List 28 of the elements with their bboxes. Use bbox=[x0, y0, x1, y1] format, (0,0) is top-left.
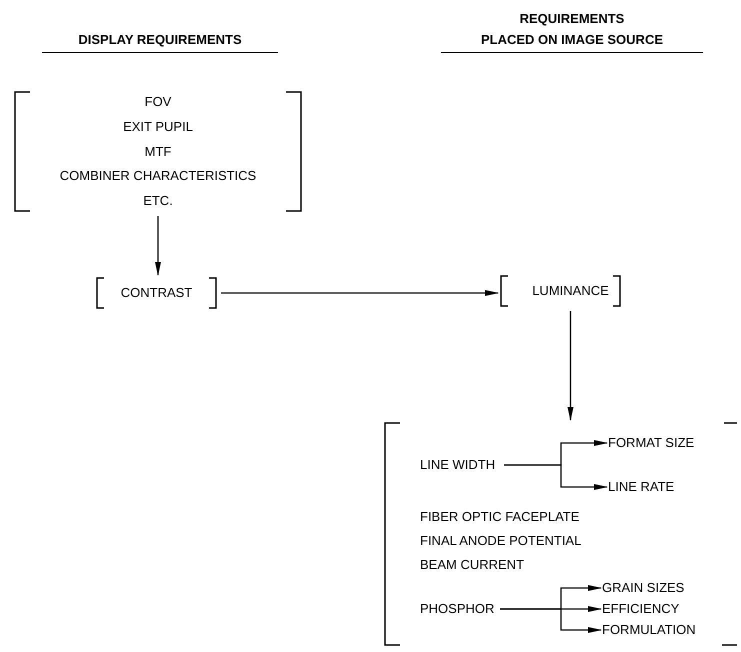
item-label: LINE WIDTH bbox=[420, 456, 504, 474]
arrow bbox=[221, 290, 499, 296]
bracket-group bbox=[96, 277, 217, 309]
node-text: CONTRAST bbox=[120, 284, 192, 302]
requirement-text: COMBINER CHARACTERISTICS bbox=[60, 167, 256, 186]
item-label: EFFICIENCY bbox=[602, 600, 712, 618]
column-heading: PLACED ON IMAGE SOURCE bbox=[441, 31, 703, 53]
item-label: FORMAT SIZE bbox=[608, 434, 718, 452]
requirement-text: FIBER OPTIC FACEPLATE bbox=[420, 508, 580, 526]
item-label: GRAIN SIZES bbox=[602, 579, 712, 597]
requirement-text: BEAM CURRENT bbox=[420, 556, 526, 574]
requirement-text: ETC. bbox=[143, 192, 173, 210]
item-label: FORMULATION bbox=[602, 621, 712, 639]
requirement-text: MTF bbox=[144, 142, 172, 160]
bracket-group bbox=[14, 91, 302, 212]
arrow bbox=[500, 608, 602, 633]
arrow bbox=[504, 464, 608, 490]
requirement-text: FOV bbox=[144, 93, 172, 111]
item-label: PHOSPHOR bbox=[420, 600, 500, 618]
arrow bbox=[155, 216, 161, 276]
bracket-group bbox=[384, 422, 738, 646]
arrow bbox=[568, 311, 574, 421]
item-label: LINE RATE bbox=[608, 478, 718, 496]
column-heading: REQUIREMENTS bbox=[518, 10, 626, 28]
column-heading: DISPLAY REQUIREMENTS bbox=[42, 31, 278, 53]
requirement-text: EXIT PUPIL bbox=[123, 118, 193, 136]
node-text: LUMINANCE bbox=[532, 282, 609, 300]
requirement-text: FINAL ANODE POTENTIAL bbox=[420, 532, 582, 550]
